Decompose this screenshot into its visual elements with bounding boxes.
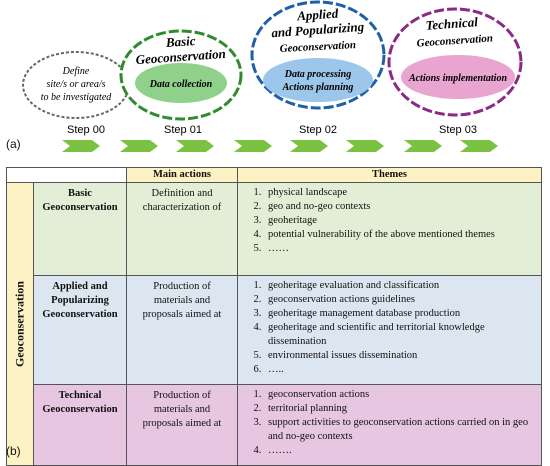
row-technical-name-1: Technical: [58, 390, 102, 401]
step-03-title-2: Geoconservation: [416, 32, 493, 49]
step-00-caption: Step 00: [67, 124, 105, 136]
row-basic-action-2: characterization of: [142, 202, 222, 213]
step-02-caption: Step 02: [299, 124, 337, 136]
step-03-title-1: Technical: [425, 14, 479, 33]
header-main-actions: Main actions: [126, 167, 238, 183]
list-item: geoheritage evaluation and classificatio…: [264, 279, 535, 293]
step-00-node: Define site/s or area/s to be investigat…: [22, 51, 130, 119]
list-item: geoheritage management database producti…: [264, 307, 535, 321]
chevron-arrow-icon: [234, 140, 272, 152]
side-label-cell: Geoconservation: [6, 182, 34, 466]
row-applied-action-3: proposals aimed at: [142, 309, 222, 320]
list-item: potential vulnerability of the above men…: [264, 228, 535, 242]
step-01-inner-label: Data collection: [149, 79, 213, 90]
row-technical-action-2: materials and: [153, 404, 211, 415]
row-applied-name-1: Applied and: [52, 281, 108, 292]
list-item: environmental issues dissemination: [264, 349, 535, 363]
chevron-arrow-icon: [120, 140, 158, 152]
header-themes: Themes: [237, 167, 542, 183]
table-row-basic: Geoconservation Basic Geoconservation De…: [6, 182, 542, 466]
step-02-inner-label-1: Data processing: [284, 69, 351, 80]
table-row-applied: Applied and Popularizing Geoconservation…: [7, 275, 542, 385]
header-blank-cell: [6, 167, 127, 183]
step-02-title-2: and Popularizing: [271, 19, 365, 40]
row-technical-action-3: proposals aimed at: [142, 418, 222, 429]
row-technical-action: Production of materials and proposals ai…: [126, 384, 238, 466]
step-03-caption: Step 03: [439, 124, 477, 136]
arrow-row: [62, 140, 498, 152]
step-01-caption: Step 01: [164, 124, 202, 136]
list-item: geoheritage and scientific and territori…: [264, 321, 535, 349]
panel-b-label: (b): [6, 444, 21, 458]
row-applied-action: Production of materials and proposals ai…: [126, 275, 238, 385]
panel-a-label: (a): [6, 137, 21, 151]
row-applied-action-1: Production of: [153, 281, 211, 292]
list-item: …….: [264, 444, 535, 458]
row-applied-theme-list: geoheritage evaluation and classificatio…: [238, 276, 541, 379]
list-item: geoheritage: [264, 214, 535, 228]
chevron-arrow-icon: [176, 140, 214, 152]
themes-table: Main actions Themes Geoconservation Basi…: [6, 167, 542, 466]
step-03-node: Technical Geoconservation Actions implem…: [387, 7, 523, 117]
chevron-arrow-icon: [404, 140, 442, 152]
chevron-arrow-icon: [290, 140, 328, 152]
chevron-arrow-icon: [460, 140, 498, 152]
list-item: physical landscape: [264, 186, 535, 200]
side-label: Geoconservation: [12, 281, 27, 367]
row-applied-name-3: Geoconservation: [42, 309, 118, 320]
row-applied-name-2: Popularizing: [51, 295, 109, 306]
step-02-title-3: Geoconservation: [279, 39, 356, 55]
row-applied-action-2: materials and: [153, 295, 211, 306]
row-basic-action: Definition and characterization of: [126, 182, 238, 276]
list-item: support activities to geoconservation ac…: [264, 416, 535, 444]
step-02-title-1: Applied: [296, 6, 340, 24]
step-00-text-3: to be investigated: [41, 92, 113, 103]
list-item: territorial planning: [264, 402, 535, 416]
step-00-text-2: site/s or area/s: [46, 79, 105, 90]
row-basic-action-1: Definition and: [151, 188, 213, 199]
row-technical-theme-list: geoconservation actions territorial plan…: [238, 385, 541, 460]
row-basic-themes: physical landscape geo and no-geo contex…: [237, 182, 542, 276]
list-item: ……: [264, 242, 535, 256]
step-03-inner-label: Actions implementation: [408, 73, 508, 84]
step-01-node: Basic Geoconservation Data collection: [119, 29, 243, 121]
row-technical-themes: geoconservation actions territorial plan…: [237, 384, 542, 466]
step-00-text-1: Define: [62, 66, 90, 77]
row-technical-name: Technical Geoconservation: [33, 384, 127, 466]
list-item: geoconservation actions guidelines: [264, 293, 535, 307]
step-02-node: Applied and Popularizing Geoconservation…: [250, 0, 386, 110]
row-applied-name: Applied and Popularizing Geoconservation: [33, 275, 127, 385]
row-basic-name-1: Basic: [68, 188, 92, 199]
list-item: geoconservation actions: [264, 388, 535, 402]
row-technical-name-2: Geoconservation: [42, 404, 118, 415]
row-basic-name: Basic Geoconservation: [33, 182, 127, 276]
workflow-diagram: Define site/s or area/s to be investigat…: [22, 0, 523, 152]
row-basic-name-2: Geoconservation: [42, 202, 118, 213]
step-02-inner-label-2: Actions planning: [282, 82, 354, 93]
row-basic-theme-list: physical landscape geo and no-geo contex…: [238, 183, 541, 258]
chevron-arrow-icon: [346, 140, 384, 152]
chevron-arrow-icon: [62, 140, 100, 152]
step-01-title-2: Geoconservation: [135, 46, 226, 67]
table-row-technical: Technical Geoconservation Production of …: [7, 384, 542, 466]
row-technical-action-1: Production of: [153, 390, 211, 401]
row-applied-themes: geoheritage evaluation and classificatio…: [237, 275, 542, 385]
list-item: …..: [264, 363, 535, 377]
step-01-title-1: Basic: [164, 33, 196, 50]
table-header-row: Main actions Themes: [6, 167, 542, 183]
list-item: geo and no-geo contexts: [264, 200, 535, 214]
